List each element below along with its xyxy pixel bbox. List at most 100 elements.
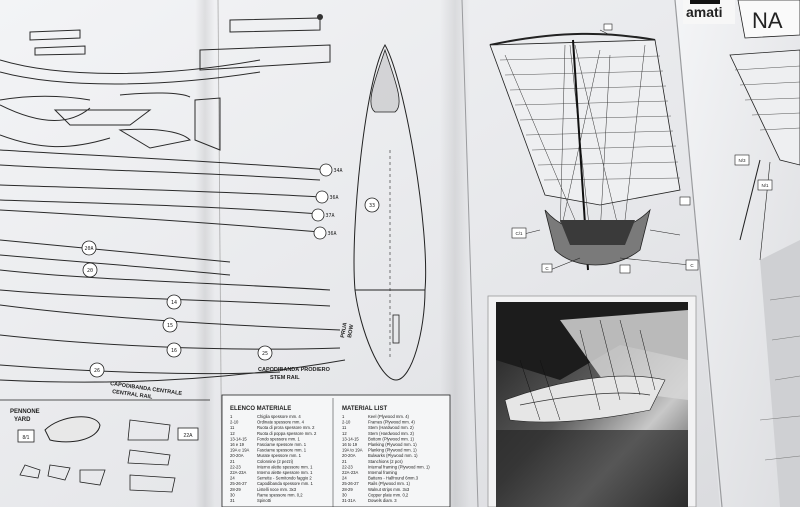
elenco-row-description: Colonnine (2 pezzi) [257,459,294,464]
elenco-row-number: 12 [230,431,235,436]
material-list-title: MATERIAL LIST [342,406,387,412]
elenco-row-description: Listelli noce mm. 3x3 [257,487,297,492]
material-row-description: Walnut strips mm. 3x3 [368,487,410,492]
material-row-description: Bottom (Plywood mm. 1) [368,436,414,441]
material-row-number: 28-29 [342,487,353,492]
part-number: 8/1 [23,435,30,441]
elenco-row-description: Fasciame spessore mm. 1 [257,442,307,447]
part-number: 16 [171,348,177,354]
part-number: 14 [171,300,177,306]
part-number: 26 [94,368,100,374]
material-row-number: 30 [342,492,347,497]
elenco-row-number: 31 [230,498,235,503]
material-row-number: 25-26-27 [342,481,359,486]
elenco-row-number: 20-20A [230,453,244,458]
material-row-description: Planking (Plywood mm. 1) [368,442,417,447]
elenco-row-number: 28-29 [230,487,241,492]
elenco-row-description: Murate spessore mm. 1 [257,453,302,458]
material-row-number: 22A-23A [342,470,359,475]
plank-outlines [0,17,346,383]
elenco-row-number: 11 [230,425,235,430]
elenco-row-number: 24 [230,476,235,481]
elenco-row-number: 1 [230,414,233,419]
part-number: C/1 [515,231,523,236]
material-row-description: Rails (Plywood mm. 1) [368,481,410,486]
material-row-description: Copper plate mm. 0,2 [368,492,409,497]
material-row-description: Stern (Hardwood mm. 2) [368,431,414,436]
part-number: N/1 [761,183,769,188]
elenco-row-description: Interno alette spessore mm. 1 [257,470,313,475]
material-row-number: 2-10 [342,420,351,425]
material-row-description: Stanchions (2 pcs) [368,459,403,464]
part-number: 22A [184,433,194,439]
material-row-description: Internal framing [368,470,398,475]
bow-label-en: BOW [347,323,355,338]
material-row-description: Frames (Plywood mm. 4) [368,420,415,425]
material-row-description: Battens - Halfround 6mm.3 [368,476,419,481]
elenco-row-number: 21 [230,459,235,464]
material-row-description: Keel (Plywood mm. 4) [368,414,410,419]
elenco-row-number: 22A-23A [230,470,247,475]
elenco-row-description: Chiglia spessore mm. 4 [257,414,301,419]
fold-line [195,0,215,507]
speck [317,14,323,20]
material-row-number: 20-20A [342,453,356,458]
brand-logo: amati [686,4,723,20]
material-row-description: Planking (Plywood mm. 1) [368,448,417,453]
part-number: 36A [329,195,338,201]
elenco-row-description: Ordinate spessore mm. 4 [257,420,305,425]
material-row-number: 24 [342,476,347,481]
material-row-description: Stem (Hardwood mm. 2) [368,425,414,430]
stem-rail-label-en: STEM RAIL [270,375,300,381]
part-number: 20A [84,246,93,252]
elenco-title: ELENCO MATERIALE [230,406,291,412]
elenco-row-number: 13-14-15 [230,436,247,441]
part-number: 37A [325,213,334,219]
part-number: N/3 [738,158,746,163]
stem-rail-label-it: CAPODIBANDA PRODIERO [258,367,331,373]
elenco-row-description: Capodibanda spessore mm. 1 [257,481,314,486]
hull-bow-view [354,289,426,381]
elenco-row-description: Spinotti [257,498,271,503]
part-marker [81,163,380,378]
part-number: 36A [327,231,336,237]
material-row-number: 21 [342,459,347,464]
material-row-number: 12 [342,431,347,436]
yard-label-en: YARD [14,417,31,423]
elenco-row-number: 2-10 [230,420,239,425]
material-row-description: Bulwarks (Plywood mm. 1) [368,453,418,458]
material-row-number: 19A to 19A [342,448,363,453]
elenco-row-description: Rame spessore mm. 0,2 [257,492,303,497]
sail-rigging-diagram [489,23,691,271]
yard-label-it: PENNONE [10,409,40,415]
elenco-row-description: Serrette - Semitondo faggio 2 [257,476,312,481]
elenco-row-description: Ruota di prora spessore mm. 2 [257,425,315,430]
elenco-row-description: Interno alette spessore mm. 1 [257,464,313,469]
rail-label-en: CENTRAL RAIL [112,389,154,401]
elenco-row-description: Ruota di poppa spessore mm. 2 [257,431,317,436]
material-row-number: 22-23 [342,464,353,469]
material-row-number: 16 to 19 [342,442,358,447]
paper-shadow [760,240,800,507]
material-row-number: 13-14-15 [342,436,359,441]
elenco-row-number: 19A e 19A [230,448,250,453]
part-number: 15 [167,323,173,329]
material-row-description: Internal framing (Plywood mm. 1) [368,464,430,469]
material-row-number: 31-31A [342,498,356,503]
part-number: 33 [369,203,375,209]
elenco-row-number: 22-23 [230,464,241,469]
part-number: 20 [87,268,93,274]
elenco-row-number: 16 e 19 [230,442,245,447]
material-row-description: Dowels diam. 3 [368,498,397,503]
elenco-row-description: Fondo spessore mm. 1 [257,436,300,441]
material-row-number: 11 [342,425,347,430]
material-row-number: 1 [342,414,345,419]
yard-fitting-drawing [44,416,101,443]
elenco-row-description: Fasciame spessore mm. 1 [257,448,307,453]
bow-label-it: PRUA [340,322,349,338]
part-number: 25 [262,351,268,357]
rigging-detail-diagram [729,49,800,261]
elenco-row-number: 25-26-27 [230,481,247,486]
